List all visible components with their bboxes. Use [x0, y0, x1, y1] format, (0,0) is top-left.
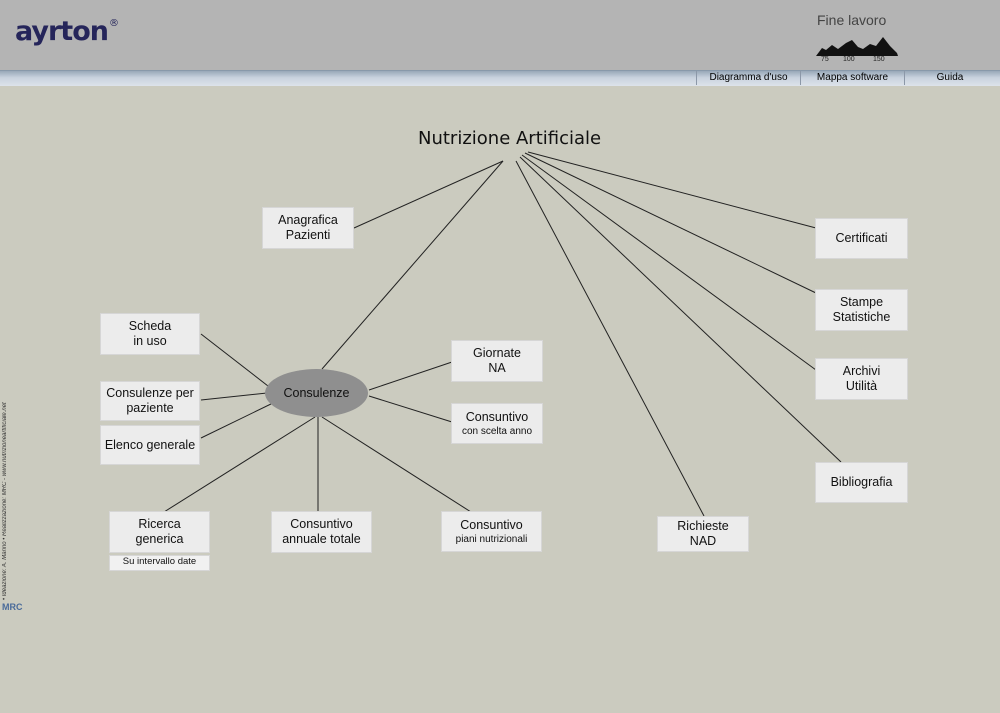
elenco-generale-box[interactable]: Elenco generale — [100, 425, 200, 465]
fine-lavoro-button[interactable]: Fine lavoro — [817, 12, 887, 28]
mrc-logo[interactable]: MRC — [2, 602, 23, 612]
zoom-mountains-icon[interactable] — [816, 34, 898, 56]
nav-diagramma-duso[interactable]: Diagramma d'uso — [696, 71, 800, 85]
map-title[interactable]: Nutrizione Artificiale — [418, 128, 602, 149]
nav-guida[interactable]: Guida — [904, 71, 995, 85]
ayrton-logo[interactable]: ayrton® — [15, 16, 119, 47]
zoom-tick-75[interactable]: 75 — [821, 56, 829, 63]
consulenze-node[interactable]: Consulenze — [265, 369, 368, 417]
zoom-tick-150[interactable]: 150 — [873, 56, 885, 63]
nav-mappa-software[interactable]: Mappa software — [800, 71, 904, 85]
bibliografia-box[interactable]: Bibliografia — [815, 462, 908, 503]
zoom-tick-100[interactable]: 100 — [843, 56, 855, 63]
header-bar — [0, 0, 1000, 70]
su-intervallo-date-button[interactable]: Su intervallo date — [109, 555, 210, 571]
nav-bar — [0, 70, 1000, 86]
certificati-box[interactable]: Certificati — [815, 218, 908, 259]
credits-text: • Ideazione: A. Marino • Realizzazione: … — [2, 402, 8, 600]
